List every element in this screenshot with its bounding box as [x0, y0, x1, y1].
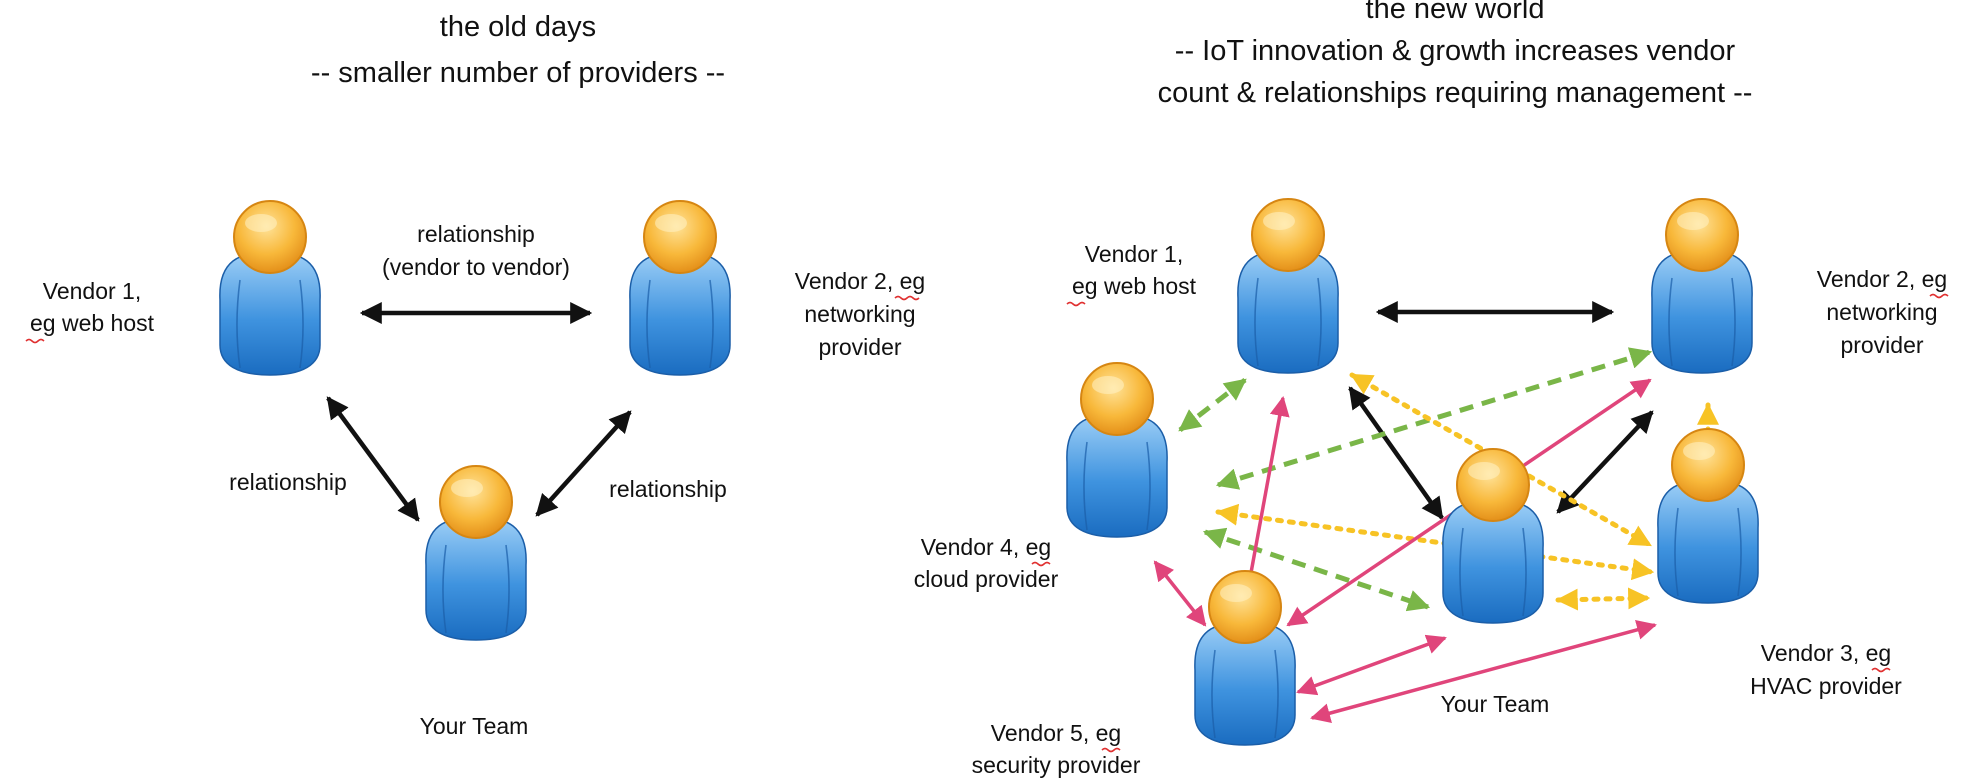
- left-rel-top-label: relationship (vendor to vendor): [382, 221, 570, 280]
- person-icon: [218, 200, 322, 376]
- left-title-line-1: the old days: [440, 11, 596, 43]
- left-rel-left-label: relationship: [229, 469, 347, 495]
- right-team-label: Your Team: [1441, 691, 1550, 717]
- person-icon: [1441, 448, 1545, 624]
- left-title-line-2: -- smaller number of providers --: [311, 57, 725, 89]
- svg-text:Vendor 1,: Vendor 1,: [43, 278, 141, 304]
- svg-text:networking: networking: [804, 301, 915, 327]
- svg-text:HVAC provider: HVAC provider: [1750, 673, 1902, 699]
- person-icon: [1656, 428, 1760, 604]
- spellcheck-underline: [1871, 667, 1891, 673]
- right-title-line-3: count & relationships requiring manageme…: [1158, 77, 1753, 109]
- svg-text:Vendor 2, eg: Vendor 2, eg: [795, 268, 925, 294]
- person-icon: [424, 465, 528, 641]
- arrow-vendor2-team: [1556, 410, 1654, 514]
- arrow-vendor1-team: [326, 396, 420, 522]
- spellcheck-underline: [25, 338, 45, 344]
- right-panel: the new world -- IoT innovation & growth…: [914, 0, 1949, 778]
- left-rel-right-label: relationship: [609, 476, 727, 502]
- person-icon: [1065, 362, 1169, 538]
- svg-text:cloud provider: cloud provider: [914, 566, 1059, 592]
- svg-text:(vendor to vendor): (vendor to vendor): [382, 254, 570, 280]
- right-vendor1-label: Vendor 1, eg web host: [1066, 241, 1197, 307]
- svg-text:provider: provider: [1840, 332, 1923, 358]
- right-vendor2-label: Vendor 2, eg networking provider: [1817, 266, 1949, 358]
- svg-text:security provider: security provider: [972, 752, 1141, 778]
- arrow-vendor1-team: [1348, 386, 1444, 520]
- right-vendor4-label: Vendor 4, eg cloud provider: [914, 534, 1059, 592]
- arrow-vendor5-vendor3: [1310, 620, 1657, 723]
- arrow-vendor2-team: [535, 410, 632, 517]
- arrow-team-vendor3: [1555, 587, 1651, 611]
- spellcheck-underline: [1929, 293, 1949, 299]
- svg-text:eg web host: eg web host: [30, 310, 155, 336]
- spellcheck-underline: [894, 295, 920, 301]
- person-icon: [1236, 198, 1340, 374]
- arrow-vendor4-vendor5: [1153, 560, 1207, 627]
- right-vendor5-label: Vendor 5, eg security provider: [972, 720, 1141, 778]
- arrow-vendor4-vendor3: [1215, 503, 1655, 581]
- svg-text:provider: provider: [818, 334, 901, 360]
- spellcheck-underline: [1066, 301, 1086, 307]
- person-icon: [1193, 570, 1297, 746]
- left-panel: the old days -- smaller number of provid…: [25, 11, 925, 739]
- person-icon: [628, 200, 732, 376]
- spellcheck-underline: [1101, 747, 1121, 753]
- arrow-vendor5-team: [1296, 634, 1447, 696]
- svg-text:Vendor 2, eg: Vendor 2, eg: [1817, 266, 1947, 292]
- left-relationship-arrows: [326, 302, 632, 522]
- svg-text:Vendor 1,: Vendor 1,: [1085, 241, 1183, 267]
- svg-text:networking: networking: [1826, 299, 1937, 325]
- right-title-line-1: the new world: [1366, 0, 1545, 25]
- spellcheck-underline: [1031, 561, 1051, 567]
- svg-text:Vendor 4, eg: Vendor 4, eg: [921, 534, 1051, 560]
- right-vendor3-label: Vendor 3, eg HVAC provider: [1750, 640, 1902, 699]
- left-team-label: Your Team: [420, 713, 529, 739]
- right-title-line-2: -- IoT innovation & growth increases ven…: [1175, 35, 1736, 67]
- svg-text:relationship: relationship: [417, 221, 535, 247]
- svg-text:Vendor 3, eg: Vendor 3, eg: [1761, 640, 1891, 666]
- left-vendor1-label: Vendor 1, eg web host: [25, 278, 155, 344]
- left-vendor2-label: Vendor 2, eg networking provider: [795, 268, 925, 360]
- svg-text:Vendor 5, eg: Vendor 5, eg: [991, 720, 1121, 746]
- arrow-vendor4-vendor1: [1178, 378, 1247, 432]
- svg-text:eg web host: eg web host: [1072, 273, 1197, 299]
- person-icon: [1650, 198, 1754, 374]
